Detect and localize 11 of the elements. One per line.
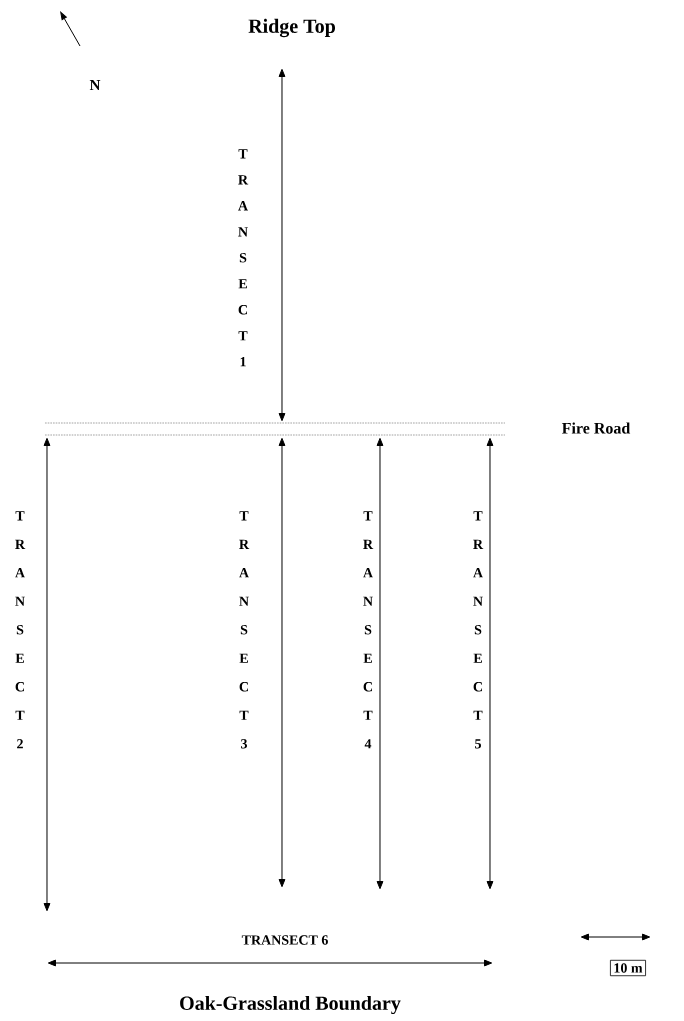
map-label: TRANSECT 6 — [241, 935, 328, 945]
vertical-label: TRANSECT 3 — [239, 511, 250, 749]
map-label: N — [89, 80, 101, 90]
heading: Ridge Top — [248, 18, 335, 38]
vertical-label: TRANSECT 2 — [15, 511, 26, 749]
vertical-label: TRANSECT 1 — [238, 149, 249, 367]
heading: Oak-Grassland Boundary — [180, 995, 401, 1015]
vertical-label: TRANSECT 5 — [473, 511, 484, 749]
vertical-label: TRANSECT 4 — [363, 511, 374, 749]
map-label: Fire Road — [561, 422, 631, 434]
scale-box: 10 m — [610, 959, 646, 977]
